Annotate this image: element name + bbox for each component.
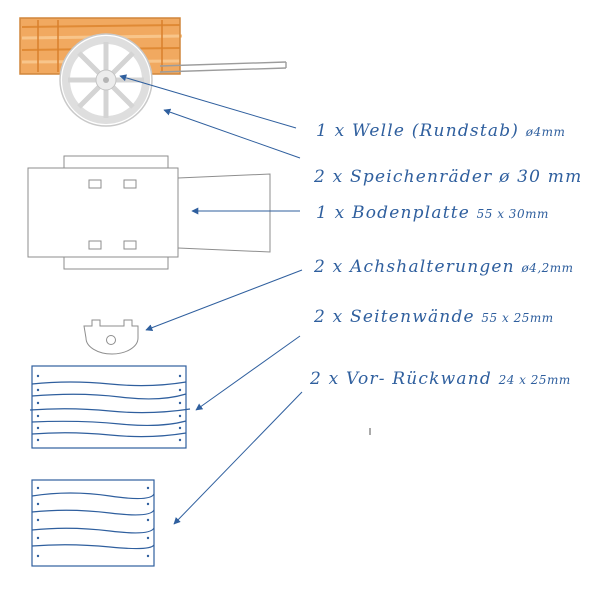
arrow-axle-holder xyxy=(145,269,303,332)
handcart-icon xyxy=(19,17,287,127)
part-3-label: 1 x Bodenplatte 55 x 30mm xyxy=(316,203,549,223)
arrow-wheels xyxy=(163,108,301,159)
side-wall-icon xyxy=(29,365,191,449)
part-6-label: 2 x Vor- Rückwand 24 x 25mm xyxy=(309,369,571,389)
part-1-label: 1 x Welle (Rundstab) ø4mm xyxy=(316,121,565,141)
leader-arrows xyxy=(119,74,303,525)
arrow-axle xyxy=(119,74,297,129)
arrow-side-wall xyxy=(195,335,301,411)
part-5-label: 2 x Seitenwände 55 x 25mm xyxy=(313,307,554,327)
end-wall-icon xyxy=(31,479,155,567)
part-2-label: 2 x Speichenräder ø 30 mm xyxy=(313,167,582,187)
parts-list: 1 x Welle (Rundstab) ø4mm 2 x Speichenrä… xyxy=(309,121,582,389)
base-plate-icon xyxy=(27,155,271,270)
part-4-label: 2 x Achshalterungen ø4,2mm xyxy=(313,257,574,277)
arrow-end-wall xyxy=(173,391,303,525)
axle-holder-icon xyxy=(83,319,139,355)
